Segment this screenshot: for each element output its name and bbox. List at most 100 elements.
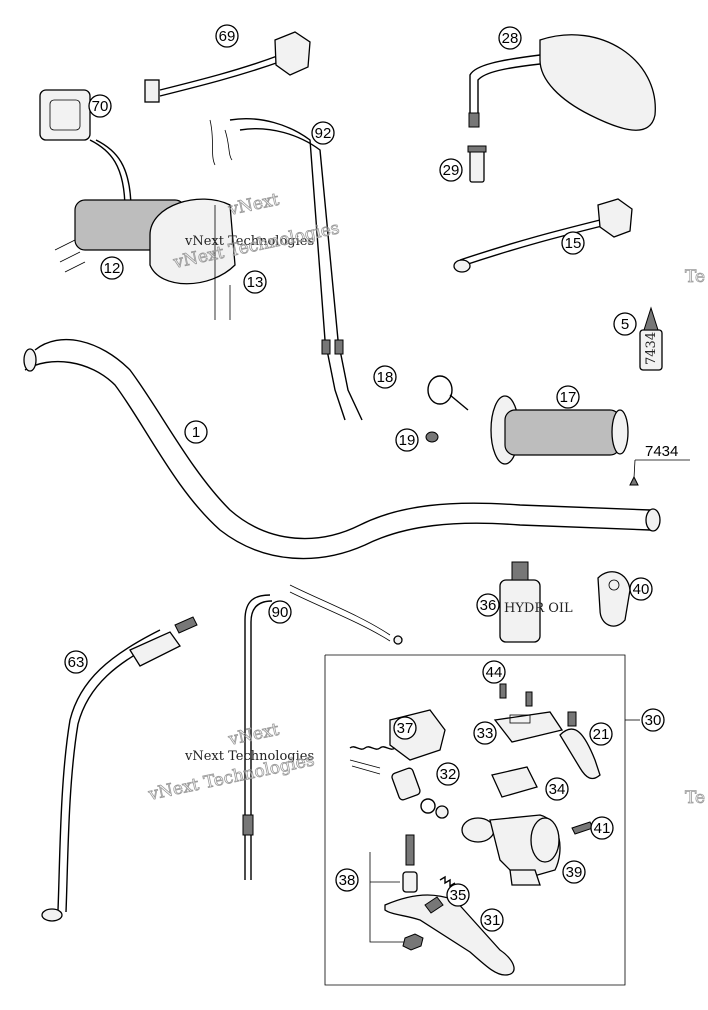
callout-number: 31 xyxy=(484,912,501,929)
watermark-brand-upper: vNext xyxy=(226,190,281,220)
callout-circle xyxy=(436,762,460,786)
callout-number: 30 xyxy=(645,712,662,729)
callout-number: 33 xyxy=(477,725,494,742)
callout-circle xyxy=(641,708,665,732)
callout-number: 18 xyxy=(377,369,394,386)
kill-switch-part-69 xyxy=(144,31,311,103)
callout-number: 90 xyxy=(272,604,289,621)
callout-70: 70 xyxy=(88,94,112,118)
callout-circle xyxy=(613,312,637,336)
callout-circle xyxy=(590,816,614,840)
callout-circle xyxy=(498,26,522,50)
callout-number: 35 xyxy=(450,887,467,904)
diaphragm-part-34 xyxy=(491,766,538,798)
callout-32: 32 xyxy=(436,762,460,786)
callout-number: 1 xyxy=(192,424,200,441)
callout-number: 92 xyxy=(315,125,332,142)
clip-part-19 xyxy=(425,431,439,443)
callout-circle xyxy=(184,420,208,444)
callout-circle xyxy=(545,777,569,801)
mirror-part-28 xyxy=(468,34,656,131)
callout-1: 1 xyxy=(184,420,208,444)
callout-number: 29 xyxy=(443,162,460,179)
callout-number: 17 xyxy=(560,389,577,406)
callout-number: 36 xyxy=(480,597,497,614)
callout-circle xyxy=(100,256,124,280)
hydraulic-oil-bottle-part-36: HYDR OIL xyxy=(499,561,573,643)
brake-assembly-frame-part-30 xyxy=(324,654,640,986)
watermark-lower: vNext vNext Technologies vNext Technolog… xyxy=(146,719,317,805)
callout-number: 44 xyxy=(486,664,503,681)
callout-40: 40 xyxy=(629,577,653,601)
callout-12: 12 xyxy=(100,256,124,280)
callout-90: 90 xyxy=(268,600,292,624)
callout-29: 29 xyxy=(439,158,463,182)
part-7434-reference: 7434 xyxy=(629,443,690,486)
loctite-tube-part-5: 7434 xyxy=(639,306,663,371)
clutch-cable-part-90 xyxy=(242,584,403,880)
callout-number: 21 xyxy=(593,726,610,743)
part-7434-label: 7434 xyxy=(645,443,678,460)
watermark-company-lower: vNext Technologies xyxy=(184,749,314,764)
callout-number: 69 xyxy=(219,28,236,45)
callout-33: 33 xyxy=(473,721,497,745)
throttle-housing-part-13 xyxy=(214,205,231,320)
callout-number: 32 xyxy=(440,766,457,783)
callout-13: 13 xyxy=(243,270,267,294)
callout-number: 37 xyxy=(397,720,414,737)
watermark-fragment-bottom: Te xyxy=(685,788,705,808)
callout-circle xyxy=(589,722,613,746)
cable-part-63 xyxy=(41,616,198,922)
pivot-bolt-part-38 xyxy=(369,834,424,951)
bolt-part-41 xyxy=(571,821,594,835)
callout-number: 70 xyxy=(92,98,109,115)
callout-number: 34 xyxy=(549,781,566,798)
callout-34: 34 xyxy=(545,777,569,801)
mirror-adapter-part-29 xyxy=(467,145,487,183)
callout-17: 17 xyxy=(556,385,580,409)
callout-circle xyxy=(556,385,580,409)
piston-kit-part-32 xyxy=(349,746,449,819)
oil-bottle-label: HYDR OIL xyxy=(504,601,573,616)
callout-28: 28 xyxy=(498,26,522,50)
callout-31: 31 xyxy=(480,908,504,932)
callout-circle xyxy=(311,121,335,145)
callout-circle xyxy=(373,365,397,389)
callout-69: 69 xyxy=(215,24,239,48)
callout-36: 36 xyxy=(476,593,500,617)
callout-44: 44 xyxy=(482,660,506,684)
callout-21: 21 xyxy=(589,722,613,746)
callout-38: 38 xyxy=(335,868,359,892)
spring-part-35 xyxy=(439,875,456,888)
callout-number: 15 xyxy=(565,235,582,252)
callout-number: 39 xyxy=(566,864,583,881)
callout-circle xyxy=(446,883,470,907)
callout-number: 19 xyxy=(399,432,416,449)
callout-92: 92 xyxy=(311,121,335,145)
callout-circle xyxy=(215,24,239,48)
watermark-company-upper: vNext Technologies xyxy=(184,234,314,249)
callout-number: 38 xyxy=(339,872,356,889)
master-cylinder-cap-part-33 xyxy=(493,711,564,743)
callout-63: 63 xyxy=(64,650,88,674)
callout-circle xyxy=(482,660,506,684)
callout-number: 5 xyxy=(621,316,629,333)
callout-layer: 69 28 70 92 29 12 13 15 5 18 17 1 19 90 36 40 63 44 37 30 33… xyxy=(64,24,665,932)
callout-circle xyxy=(335,868,359,892)
callout-30: 30 xyxy=(641,708,665,732)
screws-part-44 xyxy=(499,683,533,707)
callout-number: 41 xyxy=(594,820,611,837)
callout-number: 40 xyxy=(633,581,650,598)
tube-label-text: 7434 xyxy=(644,332,659,365)
callout-circle xyxy=(473,721,497,745)
master-cylinder-part-39 xyxy=(461,814,561,886)
callout-circle xyxy=(561,231,585,255)
callout-circle xyxy=(480,908,504,932)
callout-circle xyxy=(629,577,653,601)
callout-circle xyxy=(64,650,88,674)
watermark-edge: Te Te xyxy=(685,267,706,809)
callout-35: 35 xyxy=(446,883,470,907)
callout-circle xyxy=(476,593,500,617)
callout-circle xyxy=(393,716,417,740)
